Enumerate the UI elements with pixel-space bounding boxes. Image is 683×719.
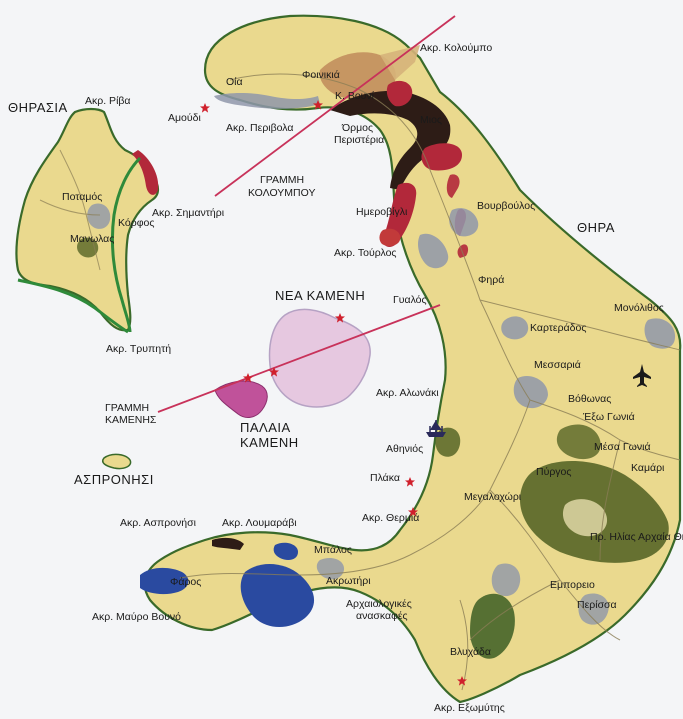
line-label-kameni-2: ΚΑΜΕΝΗΣ bbox=[105, 414, 157, 426]
red-cliff-north bbox=[386, 80, 413, 107]
blue-lava-faros bbox=[140, 567, 189, 595]
place-faros: Φάρος bbox=[170, 576, 201, 588]
red-cliff-tourlos bbox=[379, 228, 401, 247]
oia-caldera-grey bbox=[214, 93, 320, 109]
place-oia: Οία bbox=[226, 76, 243, 88]
place-arch-1: Αρχαιολογικές bbox=[346, 598, 412, 610]
place-balos: Μπάλος bbox=[314, 544, 352, 556]
place-potamos: Ποταμός bbox=[62, 191, 102, 203]
nea-kameni-island bbox=[268, 308, 371, 408]
dark-akrotiri-cliff bbox=[212, 537, 244, 550]
finikia-brown bbox=[319, 52, 396, 100]
island-label-nea-kameni: ΝΕΑ ΚΑΜΕΝΗ bbox=[275, 288, 365, 303]
place-ormos-1: Όρμος bbox=[341, 122, 373, 134]
island-label-aspronisi: ΑΣΠΡΟΝΗΣΙ bbox=[74, 472, 154, 487]
grey-lava-vourvoulos bbox=[449, 208, 479, 237]
line-label-kolumbo-2: ΚΟΛΟΥΜΠΟΥ bbox=[248, 187, 315, 199]
place-perissa: Περίσσα bbox=[577, 599, 617, 611]
place-ammoudi: Αμούδι bbox=[168, 112, 201, 124]
road-network bbox=[179, 73, 681, 691]
thirasia-south-rim bbox=[17, 278, 129, 334]
olive-massif-light bbox=[562, 499, 608, 537]
place-kamari: Καμάρι bbox=[631, 462, 665, 474]
place-pyrgos-mikros: Μιος bbox=[420, 114, 442, 126]
place-arch-2: ανασκαφές bbox=[356, 610, 408, 622]
thirasia-green-rim bbox=[110, 156, 142, 333]
place-vothonas: Βόθωνας bbox=[568, 393, 611, 405]
place-akr-simantiri: Ακρ. Σημαντήρι bbox=[152, 207, 225, 219]
place-akr-kolumbo: Ακρ. Κολούμπο bbox=[420, 42, 492, 54]
place-gialos: Γυαλός bbox=[393, 294, 427, 306]
line-label-kameni-1: ΓΡΑΜΜΗ bbox=[105, 402, 149, 414]
place-akr-perivola: Ακρ. Περιβολα bbox=[226, 122, 293, 134]
place-monolithos: Μονόλιθος bbox=[614, 302, 664, 314]
place-fira: Φηρά bbox=[478, 274, 504, 286]
thirasia-roads bbox=[39, 149, 101, 271]
place-akr-riva: Ακρ. Ρίβα bbox=[85, 95, 131, 107]
red-cliff-upper bbox=[421, 143, 462, 171]
kolumbo-tan bbox=[380, 45, 420, 80]
kameni-line bbox=[157, 304, 441, 413]
place-korfos: Κόρφος bbox=[118, 217, 154, 229]
place-akr-alonaki: Ακρ. Αλωνάκι bbox=[376, 387, 439, 399]
place-mesa-gonia: Μέσα Γωνιά bbox=[594, 441, 651, 453]
island-label-palaia-kameni-2: ΚΑΜΕΝΗ bbox=[240, 435, 299, 450]
place-akr-trypiti: Ακρ. Τρυπητή bbox=[106, 343, 171, 355]
dark-lava-rim bbox=[330, 90, 451, 190]
place-manolas: Μανωλας bbox=[70, 233, 114, 245]
grey-lava-fira bbox=[417, 233, 449, 269]
place-akr-thermia: Ακρ. Θερμιά bbox=[362, 512, 419, 524]
blue-lava-akrotiri bbox=[240, 564, 315, 627]
place-archaia-thira: Αρχαία Θήρα bbox=[638, 531, 683, 543]
aspronisi-island bbox=[102, 453, 132, 470]
place-exo-gonia: Έξω Γωνιά bbox=[582, 411, 635, 423]
place-akr-tourlos: Ακρ. Τούρλος bbox=[334, 247, 396, 259]
island-label-thirasia: ΘΗΡΑΣΙΑ bbox=[8, 100, 68, 115]
island-label-thira: ΘΗΡΑ bbox=[577, 220, 615, 235]
thirasia-grey bbox=[87, 203, 111, 229]
thira-island bbox=[140, 14, 682, 704]
place-plaka: Πλάκα bbox=[370, 472, 400, 484]
kolumbo-line bbox=[214, 15, 456, 197]
place-akr-loumaravi: Ακρ. Λουμαράβι bbox=[222, 517, 297, 529]
place-imerovigli: Ημεροβίγλι bbox=[356, 206, 408, 218]
ship-icon bbox=[426, 420, 446, 437]
grey-lava-south bbox=[491, 563, 609, 625]
place-vourvoulos: Βουρβούλος bbox=[477, 200, 535, 212]
place-pyrgos: Πύργος bbox=[536, 466, 571, 478]
place-messaria: Μεσσαριά bbox=[534, 359, 581, 371]
place-akr-exomytis: Ακρ. Εξωμύτης bbox=[434, 702, 505, 714]
airplane-icon bbox=[633, 364, 651, 387]
place-vlychada: Βλυχάδα bbox=[450, 646, 491, 658]
grey-lava-karterados bbox=[501, 316, 529, 340]
olive-belt-east bbox=[556, 424, 601, 460]
place-emporeio: Εμπορειο bbox=[550, 579, 595, 591]
grey-lava-messaria bbox=[513, 375, 548, 409]
thirasia-island bbox=[15, 107, 160, 334]
place-megalochori: Μεγαλοχώρι bbox=[464, 491, 522, 503]
line-label-kolumbo-1: ΓΡΑΜΜΗ bbox=[260, 174, 304, 186]
island-label-palaia-kameni-1: ΠΑΛΑΙΑ bbox=[240, 420, 291, 435]
place-akr-aspronisi: Ακρ. Ασπρονήσι bbox=[120, 517, 197, 529]
blue-lava-balos bbox=[273, 542, 298, 560]
grey-lava-monolithos bbox=[644, 318, 676, 349]
olive-vlychada bbox=[470, 593, 515, 659]
place-finikia: Φοινικιά bbox=[302, 69, 340, 81]
place-akrotiri: Ακρωτήρι bbox=[326, 575, 371, 587]
place-athinios: Αθηνιός bbox=[386, 443, 423, 455]
place-karterados: Καρτεράδος bbox=[530, 322, 586, 334]
place-k-vounia: Κ. Βουνί bbox=[335, 90, 375, 102]
place-akr-mavro-vouno: Ακρ. Μαύρο Βουνό bbox=[92, 611, 181, 623]
place-pr-ilias: Πρ. Ηλίας bbox=[590, 531, 636, 543]
place-ormos-2: Περιστέρια bbox=[334, 134, 384, 146]
